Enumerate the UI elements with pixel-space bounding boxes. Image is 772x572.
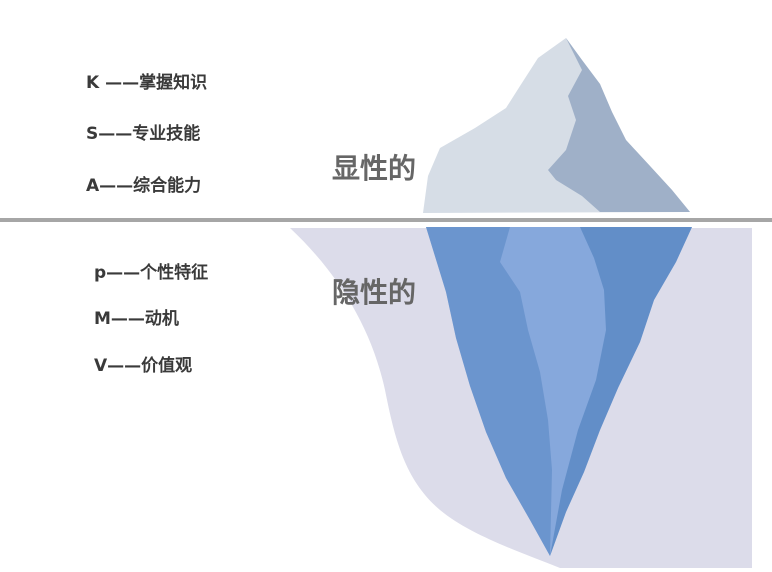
iceberg-tip-shadow — [548, 38, 690, 212]
iceberg-base-shadow — [426, 227, 552, 556]
visible-item-skills: S——专业技能 — [86, 124, 201, 144]
visible-section-title: 显性的 — [332, 152, 417, 185]
iceberg-base-streak — [550, 227, 692, 556]
visible-item-ability: A——综合能力 — [86, 176, 202, 196]
hidden-item-personality: p——个性特征 — [94, 263, 209, 283]
waterline — [0, 218, 772, 222]
visible-item-knowledge: K ——掌握知识 — [86, 73, 208, 93]
hidden-item-values: V——价值观 — [94, 356, 193, 376]
hidden-section-title: 隐性的 — [332, 276, 417, 309]
hidden-item-motivation: M——动机 — [94, 309, 179, 329]
